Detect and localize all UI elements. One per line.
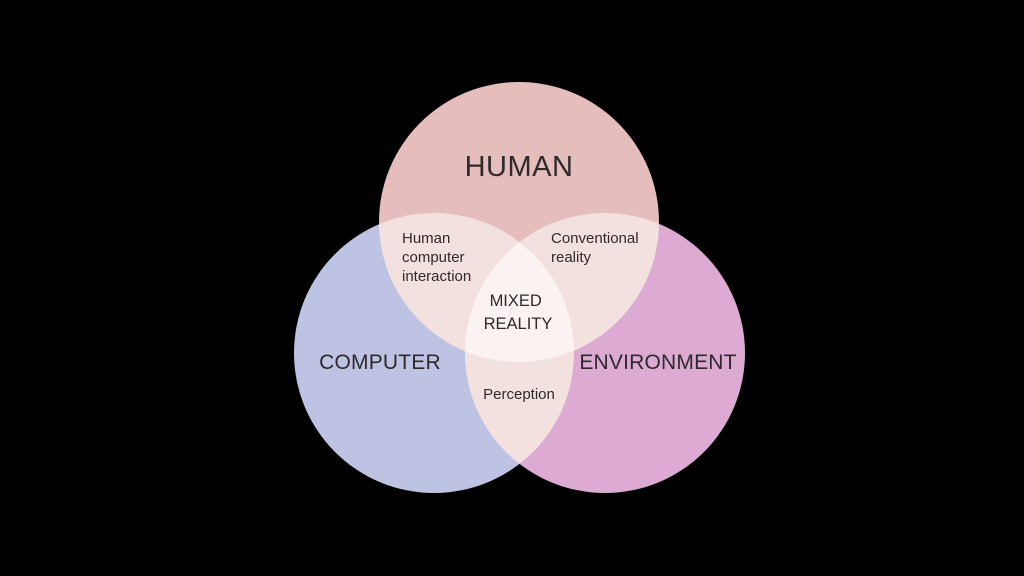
hci-line-3: interaction [402, 268, 471, 285]
hci-line-1: Human [402, 230, 450, 247]
mixed-reality-label: MIXED REALITY [484, 292, 553, 333]
perception-label: Perception [483, 386, 555, 403]
conventional-line-2: reality [551, 249, 592, 266]
hci-line-2: computer [402, 249, 465, 266]
mixed-reality-line-1: MIXED [490, 292, 542, 310]
human-label: HUMAN [465, 151, 574, 183]
mixed-reality-line-2: REALITY [484, 315, 553, 333]
human-computer-interaction-label: Human computer interaction [402, 230, 471, 285]
environment-label: ENVIRONMENT [579, 351, 736, 374]
conventional-reality-label: Conventional reality [551, 230, 643, 266]
center-overlap [465, 213, 574, 362]
computer-label: COMPUTER [319, 351, 441, 374]
conventional-line-1: Conventional [551, 230, 639, 247]
